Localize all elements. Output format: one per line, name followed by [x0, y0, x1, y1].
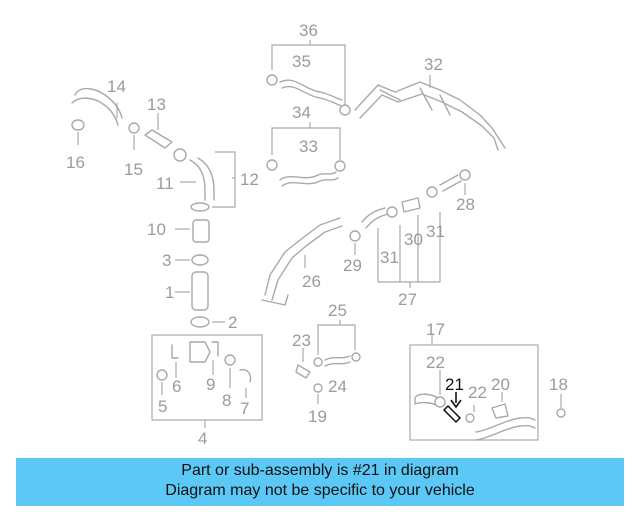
callout-34: 34	[292, 103, 311, 122]
callout-2: 2	[228, 313, 237, 332]
callout-18: 18	[549, 375, 568, 394]
part-26-pipe	[261, 217, 343, 306]
banner-line-1: Part or sub-assembly is #21 in diagram	[181, 462, 459, 479]
callout-33: 33	[299, 137, 318, 156]
callout-6: 6	[172, 377, 181, 396]
callout-12: 12	[240, 170, 259, 189]
group-25	[295, 320, 361, 404]
part-21-highlight	[442, 404, 462, 424]
group-17-box	[409, 335, 539, 441]
callout-29: 29	[343, 256, 362, 275]
callout-1: 1	[165, 283, 174, 302]
callout-27: 27	[398, 290, 417, 309]
group-4-box	[151, 334, 263, 428]
callout-36: 36	[299, 21, 318, 40]
callout-35: 35	[292, 52, 311, 71]
callout-25: 25	[328, 301, 347, 320]
callout-8: 8	[222, 391, 231, 410]
callout-31a: 31	[380, 248, 399, 267]
callout-11: 11	[156, 174, 174, 193]
parts-27-31	[349, 169, 471, 288]
parts-11-13	[144, 113, 236, 212]
callout-labels: 36 35 34 33 32 14 13 16 15 11 12 10 3 1 …	[66, 21, 568, 448]
callout-23: 23	[292, 331, 311, 350]
parts-diagram: 36 35 34 33 32 14 13 16 15 11 12 10 3 1 …	[66, 21, 568, 448]
callout-16: 16	[66, 153, 85, 172]
group-36-35	[266, 40, 351, 116]
callout-5: 5	[158, 397, 167, 416]
part-18	[556, 394, 566, 418]
callout-4: 4	[198, 429, 207, 448]
callout-13: 13	[147, 95, 166, 114]
part-32-pipe	[354, 75, 506, 151]
group-34-33	[266, 122, 346, 187]
info-banner: Part or sub-assembly is #21 in diagram D…	[16, 458, 624, 506]
callout-22a: 22	[426, 353, 445, 372]
banner-line-2: Diagram may not be specific to your vehi…	[165, 482, 475, 499]
callout-24: 24	[328, 377, 347, 396]
callout-3: 3	[162, 251, 171, 270]
callout-17: 17	[426, 320, 445, 339]
callout-22b: 22	[468, 383, 487, 402]
callout-19: 19	[308, 407, 327, 426]
callout-7: 7	[240, 399, 249, 418]
callout-32: 32	[424, 55, 443, 74]
callout-14: 14	[107, 77, 126, 96]
callout-26: 26	[302, 272, 321, 291]
callout-9: 9	[206, 375, 215, 394]
parts-14-16	[71, 87, 140, 150]
callout-28: 28	[456, 195, 475, 214]
callout-30: 30	[404, 230, 423, 249]
callout-10: 10	[147, 220, 166, 239]
callout-20: 20	[491, 375, 510, 394]
callout-31b: 31	[426, 222, 445, 241]
parts-1-3-10	[175, 219, 225, 328]
callout-15: 15	[124, 160, 143, 179]
callout-21: 21	[445, 375, 464, 394]
